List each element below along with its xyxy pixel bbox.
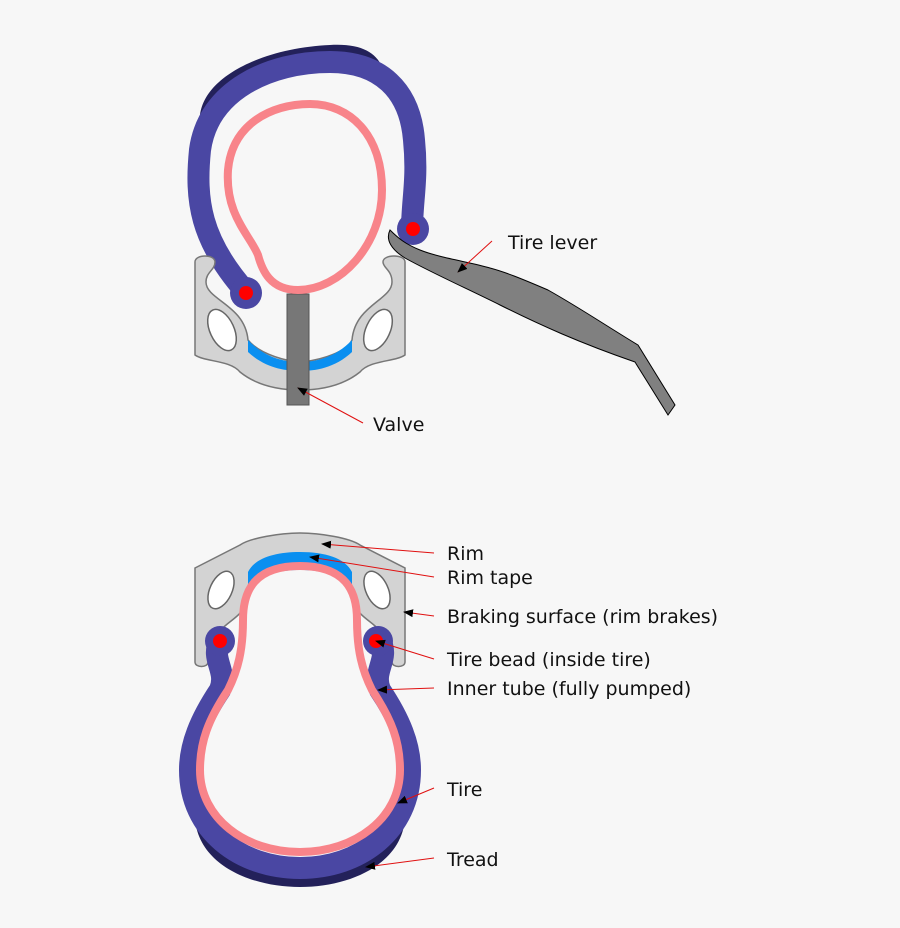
label-braking-surface: Braking surface (rim brakes) bbox=[447, 606, 718, 628]
label-tread: Tread bbox=[446, 849, 499, 871]
leader-tire-lever bbox=[457, 240, 493, 273]
top-rim-hole-right bbox=[362, 308, 394, 352]
top-bead-left bbox=[239, 286, 253, 300]
top-bead-right bbox=[406, 222, 420, 236]
leader-lines bbox=[297, 240, 493, 870]
label-tire: Tire bbox=[446, 779, 482, 801]
top-tire bbox=[187, 50, 427, 303]
label-tire-bead: Tire bead (inside tire) bbox=[446, 649, 651, 671]
bottom-rim-hole-left bbox=[207, 570, 235, 610]
label-rim-tape: Rim tape bbox=[447, 567, 533, 589]
bottom-bead-left bbox=[213, 634, 227, 648]
leader-inner-tube bbox=[377, 685, 435, 694]
leader-valve bbox=[297, 387, 364, 424]
leader-tire bbox=[397, 787, 435, 804]
top-rim-tape bbox=[248, 340, 352, 371]
bottom-inner-tube bbox=[195, 561, 405, 857]
label-tire-lever: Tire lever bbox=[507, 232, 597, 254]
leader-rim-tape bbox=[309, 554, 435, 578]
leader-braking-surface bbox=[403, 609, 435, 618]
label-rim: Rim bbox=[447, 543, 484, 565]
label-inner-tube: Inner tube (fully pumped) bbox=[447, 678, 691, 700]
bottom-tire bbox=[178, 629, 422, 880]
tire-lever bbox=[387, 229, 676, 416]
leader-tire-bead bbox=[375, 639, 435, 660]
leader-rim bbox=[321, 540, 435, 554]
top-rim-hole-left bbox=[206, 308, 238, 352]
top-figure bbox=[187, 44, 676, 416]
bottom-rim-tape bbox=[248, 552, 352, 590]
bottom-rim-hole-right bbox=[363, 570, 391, 610]
top-inner-tube bbox=[223, 99, 387, 295]
label-valve: Valve bbox=[373, 414, 424, 436]
leader-tread bbox=[365, 857, 435, 870]
labels: Tire lever Valve Rim Rim tape Braking su… bbox=[373, 232, 718, 871]
bottom-figure bbox=[178, 532, 422, 887]
